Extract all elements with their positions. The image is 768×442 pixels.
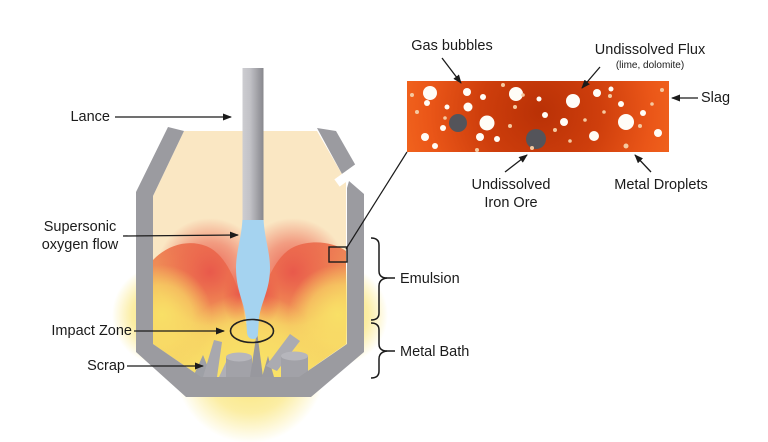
emulsion-brace xyxy=(370,237,395,321)
scrap-pile xyxy=(193,331,308,377)
oxygen-jet xyxy=(236,219,270,339)
supersonic-oxygen-flow-label: Supersonic oxygen flow xyxy=(28,218,132,254)
metal-droplets-label: Metal Droplets xyxy=(614,177,708,193)
lance-rod xyxy=(242,68,264,220)
undissolved-flux-sublabel: (lime, dolomite) xyxy=(615,60,685,71)
supersonic-line2: oxygen flow xyxy=(41,237,119,253)
emulsion-label: Emulsion xyxy=(400,271,460,287)
metal-bath-label: Metal Bath xyxy=(400,344,470,360)
lance-label: Lance xyxy=(70,109,110,125)
gas-bubbles-label: Gas bubbles xyxy=(411,38,493,54)
furnace-shell xyxy=(136,127,364,397)
tap-gap xyxy=(334,161,365,187)
scrap-label: Scrap xyxy=(87,358,125,374)
supersonic-line1: Supersonic xyxy=(43,219,117,235)
metal-droplet-dots xyxy=(410,83,664,152)
supersonic-arrow xyxy=(122,231,239,239)
iron-ore-line2: Iron Ore xyxy=(484,195,538,211)
gas-bubble-circles xyxy=(421,86,662,149)
impact-zone-label: Impact Zone xyxy=(51,323,132,339)
label-arrows xyxy=(115,57,698,370)
metal-droplets-arrow xyxy=(634,154,652,173)
metal-bath-brace xyxy=(370,322,395,379)
impact-zone-ellipse xyxy=(229,318,275,344)
undissolved-flux-label: Undissolved Flux xyxy=(594,42,706,58)
inset-connector-line xyxy=(345,151,408,250)
iron-ore-line1: Undissolved xyxy=(471,177,551,193)
slag-label: Slag xyxy=(701,90,731,106)
sample-zoom-square xyxy=(328,246,348,263)
iron-ore-arrow xyxy=(504,154,528,173)
flux-arrow xyxy=(581,66,601,89)
furnace-shell-top-right-piece xyxy=(317,128,356,174)
iron-ore-circles xyxy=(449,114,546,149)
undissolved-iron-ore-label: Undissolved Iron Ore xyxy=(454,176,568,212)
gas-bubbles-arrow xyxy=(441,57,462,84)
